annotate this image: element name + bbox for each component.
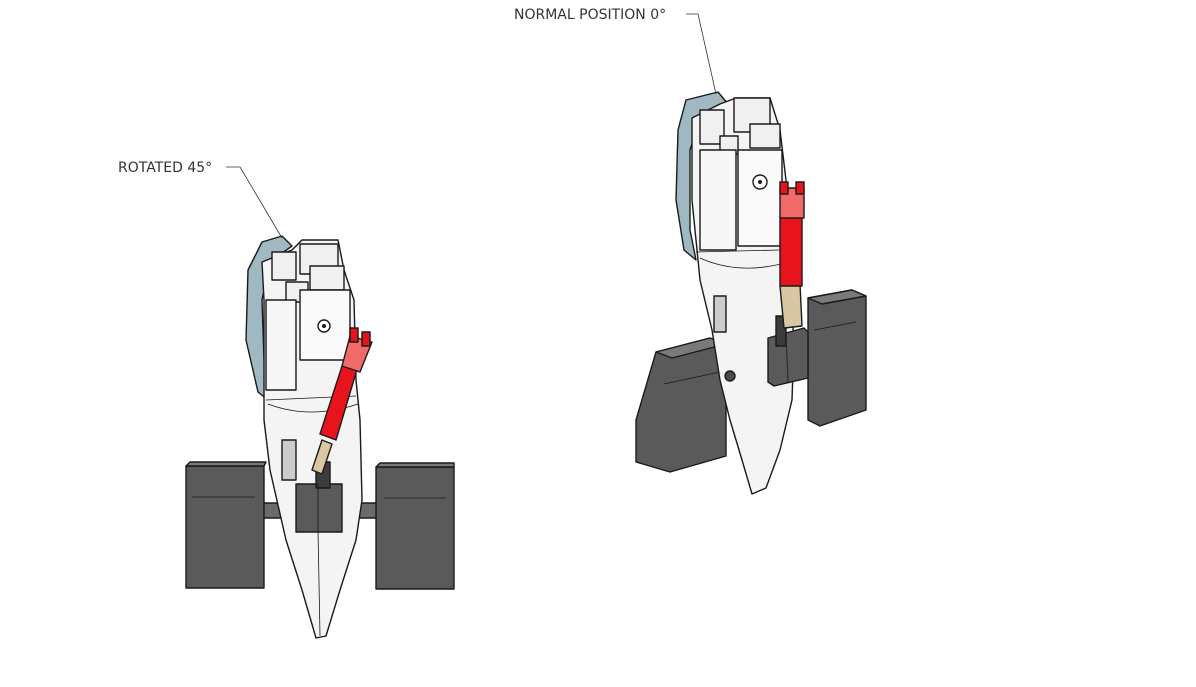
link-normal [779, 283, 803, 329]
bracket-rotated [295, 461, 343, 533]
lower-slot-normal [713, 295, 727, 333]
actuator-rotated [319, 327, 373, 441]
leader-line-normal [686, 13, 717, 95]
normal-assembly [635, 91, 867, 495]
mechanism-blocks-rotated [265, 243, 359, 413]
right-wheel-normal [807, 289, 867, 427]
pivot-stub-normal [724, 370, 736, 382]
canopy-panel-normal [675, 91, 729, 261]
leader-line-rotated [226, 166, 283, 239]
mechanism-blocks-normal [695, 97, 789, 269]
right-wheel-rotated [375, 462, 455, 590]
left-wheel-rotated [185, 461, 267, 589]
link-rotated [311, 439, 333, 475]
bracket-normal [767, 315, 809, 387]
label-rotated: ROTATED 45° [118, 160, 212, 176]
label-normal: NORMAL POSITION 0° [514, 7, 666, 23]
rotated-assembly [185, 235, 455, 639]
lower-slot-rotated [281, 439, 297, 481]
actuator-normal [779, 181, 805, 287]
left-wheel-normal [635, 337, 727, 473]
